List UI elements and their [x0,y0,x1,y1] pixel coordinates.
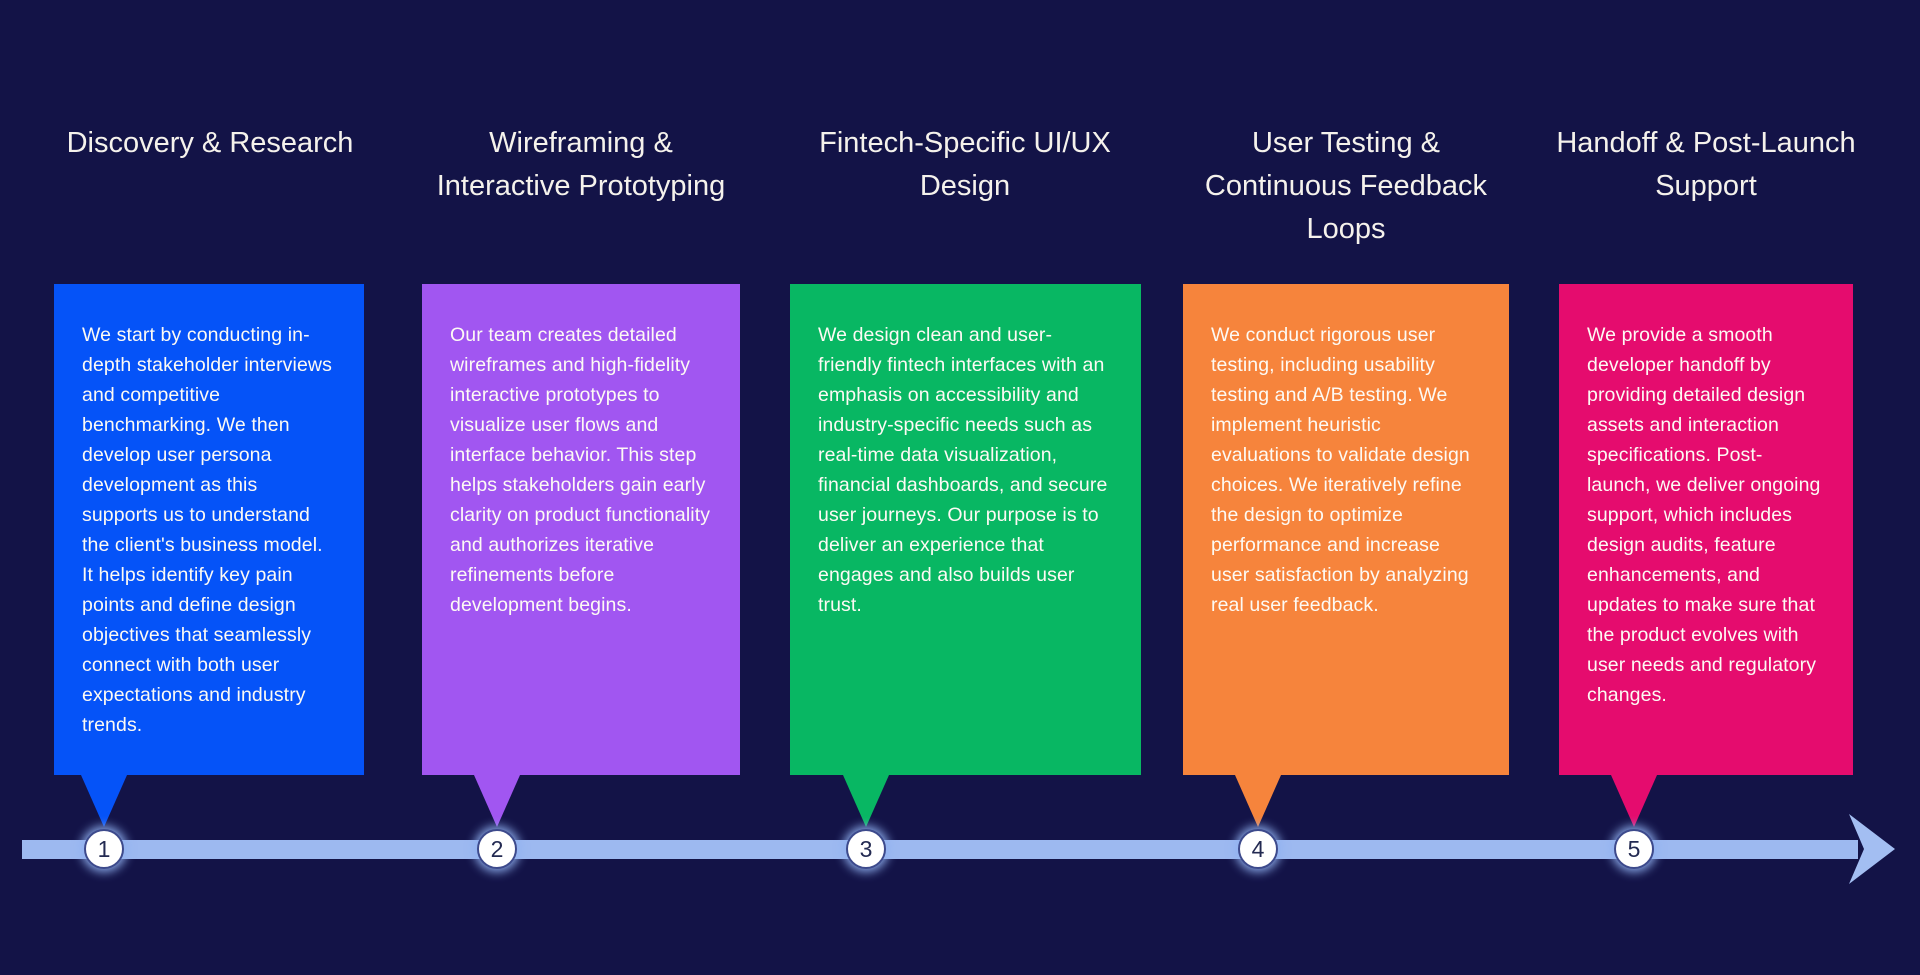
marker-4-number: 4 [1251,835,1265,862]
timeline-bar [22,840,1858,859]
stage-5-card: We provide a smooth developer handoff by… [1559,284,1853,775]
timeline-arrowhead-shape [1849,814,1895,884]
stage-2-title: Wireframing & Interactive Prototyping [436,127,726,202]
stage-1-pointer-icon [81,775,127,827]
stage-5-pointer-icon [1611,775,1657,827]
timeline-marker-5: 5 [1614,829,1654,869]
timeline-marker-1: 1 [84,829,124,869]
timeline-marker-4: 4 [1238,829,1278,869]
stage-3-description: We design clean and user-friendly fintec… [818,324,1108,616]
stage-3-card: We design clean and user-friendly fintec… [790,284,1141,775]
stage-4-description: We conduct rigorous user testing, includ… [1211,324,1470,616]
stage-2-pointer-icon [474,775,520,827]
marker-5-number: 5 [1627,835,1641,862]
marker-2-number: 2 [490,835,504,862]
stage-3-title: Fintech-Specific UI/UX Design [819,127,1111,202]
marker-3-number: 3 [859,835,873,862]
stage-4-title: User Testing & Continuous Feedback Loops [1204,127,1488,245]
stage-4-card: We conduct rigorous user testing, includ… [1183,284,1509,775]
timeline-marker-2: 2 [477,829,517,869]
stage-3-pointer-icon [843,775,889,827]
stage-4-pointer-icon [1235,775,1281,827]
stage-2-description: Our team creates detailed wireframes and… [450,324,711,616]
stage-2-card: Our team creates detailed wireframes and… [422,284,740,775]
stage-1-card: We start by conducting in-depth stakehol… [54,284,364,775]
timeline-marker-3: 3 [846,829,886,869]
stage-5-title: Handoff & Post-Launch Support [1556,127,1856,202]
stage-1-description: We start by conducting in-depth stakehol… [82,324,332,736]
marker-1-number: 1 [97,835,111,862]
timeline-arrow-icon [1849,814,1895,884]
stage-1-title: Discovery & Research [66,127,354,159]
stage-5-description: We provide a smooth developer handoff by… [1587,324,1821,706]
